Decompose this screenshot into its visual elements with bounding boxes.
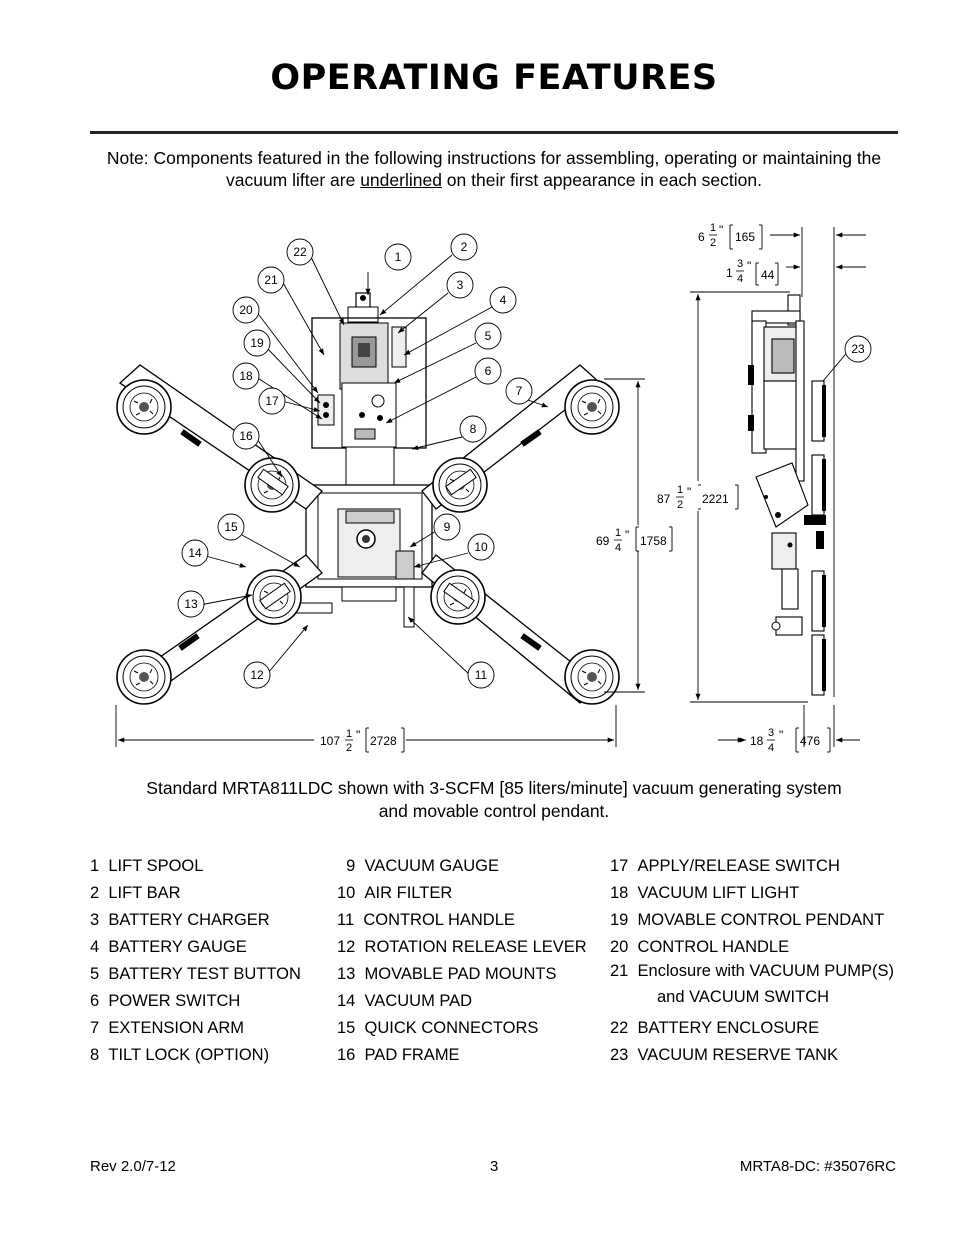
callout-5: 5 <box>485 329 492 343</box>
note-text-2: on their first appearance in each sectio… <box>441 170 762 190</box>
svg-text:2221: 2221 <box>702 492 729 506</box>
caption-line-2: and movable control pendant. <box>378 801 610 821</box>
callout-4: 4 <box>500 293 507 307</box>
svg-text:18: 18 <box>750 734 764 748</box>
legend-item: 17 APPLY/RELEASE SWITCH <box>610 857 840 875</box>
legend-item: 14 VACUUM PAD <box>337 992 473 1010</box>
svg-text:1: 1 <box>710 222 716 234</box>
figure-caption: Standard MRTA811LDC shown with 3-SCFM [8… <box>90 777 898 823</box>
callout-3: 3 <box>457 278 464 292</box>
legend-item: 7 EXTENSION ARM <box>90 1019 245 1037</box>
note-text-1: Note: Components featured in the followi… <box>106 148 882 190</box>
legend-item: 8 TILT LOCK (OPTION) <box>90 1046 270 1064</box>
legend-item: 10 AIR FILTER <box>337 884 453 902</box>
svg-text:2728: 2728 <box>370 734 397 748</box>
svg-text:": " <box>625 528 629 542</box>
dim-depth-bottom: 18 3 4 " 476 <box>750 727 820 754</box>
svg-text:44: 44 <box>761 268 775 282</box>
dim-width-total: 107 1 2 " 2728 <box>320 728 397 754</box>
svg-text:87: 87 <box>657 492 671 506</box>
svg-text:1: 1 <box>726 266 733 280</box>
title-rule <box>90 131 898 134</box>
legend-item: 2 LIFT BAR <box>90 884 181 902</box>
callout-20: 20 <box>239 303 253 317</box>
callout-13: 13 <box>184 597 198 611</box>
note-underlined-word: underlined <box>360 170 442 190</box>
legend-item: 18 VACUUM LIFT LIGHT <box>610 884 800 902</box>
callout-14: 14 <box>188 546 202 560</box>
svg-text:": " <box>356 728 360 742</box>
dim-height-total: 87 1 2 " 2221 <box>657 484 729 511</box>
legend-item: 9 VACUUM GAUGE <box>346 857 499 875</box>
footer-page-number: 3 <box>490 1158 499 1175</box>
legend-item: 11 CONTROL HANDLE <box>337 911 515 929</box>
callout-10: 10 <box>474 540 488 554</box>
callout-19: 19 <box>250 336 264 350</box>
footer-revision: Rev 2.0/7-12 <box>90 1158 176 1175</box>
svg-text:4: 4 <box>768 742 774 754</box>
legend-item: 21 Enclosure with VACUUM PUMP(S) <box>610 962 894 980</box>
legend-item: 3 BATTERY CHARGER <box>90 911 270 929</box>
legend-item: 6 POWER SWITCH <box>90 992 241 1010</box>
callout-18: 18 <box>239 369 253 383</box>
legend-item-continuation: and VACUUM SWITCH <box>657 988 830 1006</box>
lifter-diagram: 1 2 3 4 5 6 7 8 9 10 11 12 13 14 15 16 1… <box>115 222 872 754</box>
legend-item: 16 PAD FRAME <box>337 1046 460 1064</box>
svg-text:69: 69 <box>596 534 610 548</box>
svg-text:3: 3 <box>737 258 743 270</box>
caption-line-1: Standard MRTA811LDC shown with 3-SCFM [8… <box>146 778 842 798</box>
callout-8: 8 <box>470 422 477 436</box>
callout-11: 11 <box>475 668 488 682</box>
page-title: OPERATING FEATURES <box>270 58 718 98</box>
callout-2: 2 <box>461 240 468 254</box>
legend-item: 23 VACUUM RESERVE TANK <box>610 1046 839 1064</box>
callout-16: 16 <box>239 429 253 443</box>
svg-text:": " <box>747 259 751 273</box>
svg-text:4: 4 <box>737 273 743 285</box>
svg-text:1758: 1758 <box>640 534 667 548</box>
intro-note: Note: Components featured in the followi… <box>90 147 898 191</box>
legend-item: 20 CONTROL HANDLE <box>610 938 790 956</box>
svg-text:2: 2 <box>677 499 683 511</box>
footer-document-id: MRTA8-DC: #35076RC <box>739 1158 896 1175</box>
svg-text:": " <box>687 485 691 499</box>
legend-item: 1 LIFT SPOOL <box>90 857 204 875</box>
svg-text:476: 476 <box>800 734 820 748</box>
callout-21: 21 <box>264 273 278 287</box>
legend-item: 12 ROTATION RELEASE LEVER <box>337 938 587 956</box>
callout-17: 17 <box>265 394 279 408</box>
legend-item: 13 MOVABLE PAD MOUNTS <box>337 965 557 983</box>
front-view: 1 2 3 4 5 6 7 8 9 10 11 12 13 14 15 16 1… <box>115 233 872 754</box>
callout-9: 9 <box>444 520 451 534</box>
callout-12: 12 <box>250 668 264 682</box>
callout-bubbles <box>177 233 872 689</box>
side-view: 87 1 2 " 2221 <box>657 222 866 754</box>
legend-item: 4 BATTERY GAUGE <box>90 938 247 956</box>
svg-text:4: 4 <box>615 542 621 554</box>
dim-height-inner: 69 1 4 " 1758 <box>596 527 667 554</box>
svg-text:3: 3 <box>768 727 774 739</box>
svg-text:107: 107 <box>320 734 340 748</box>
legend-item: 5 BATTERY TEST BUTTON <box>90 965 301 983</box>
svg-text:1: 1 <box>346 728 352 740</box>
dim-depth-pad: 1 3 4 " 44 <box>726 258 775 285</box>
callout-22: 22 <box>293 245 307 259</box>
dim-depth-top: 6 1 2 " 165 <box>698 222 755 249</box>
legend-item: 15 QUICK CONNECTORS <box>337 1019 539 1037</box>
callout-1: 1 <box>395 250 402 264</box>
svg-text:2: 2 <box>710 237 716 249</box>
svg-text:1: 1 <box>615 527 621 539</box>
legend-item: 19 MOVABLE CONTROL PENDANT <box>610 911 885 929</box>
svg-text:2: 2 <box>346 742 352 754</box>
callout-6: 6 <box>485 364 492 378</box>
callout-23: 23 <box>851 342 865 356</box>
svg-text:": " <box>779 728 783 742</box>
svg-text:165: 165 <box>735 230 755 244</box>
legend-item: 22 BATTERY ENCLOSURE <box>610 1019 820 1037</box>
callout-7: 7 <box>516 384 523 398</box>
svg-text:": " <box>719 223 723 237</box>
svg-text:1: 1 <box>677 484 683 496</box>
callout-15: 15 <box>224 520 238 534</box>
svg-text:6: 6 <box>698 230 705 244</box>
